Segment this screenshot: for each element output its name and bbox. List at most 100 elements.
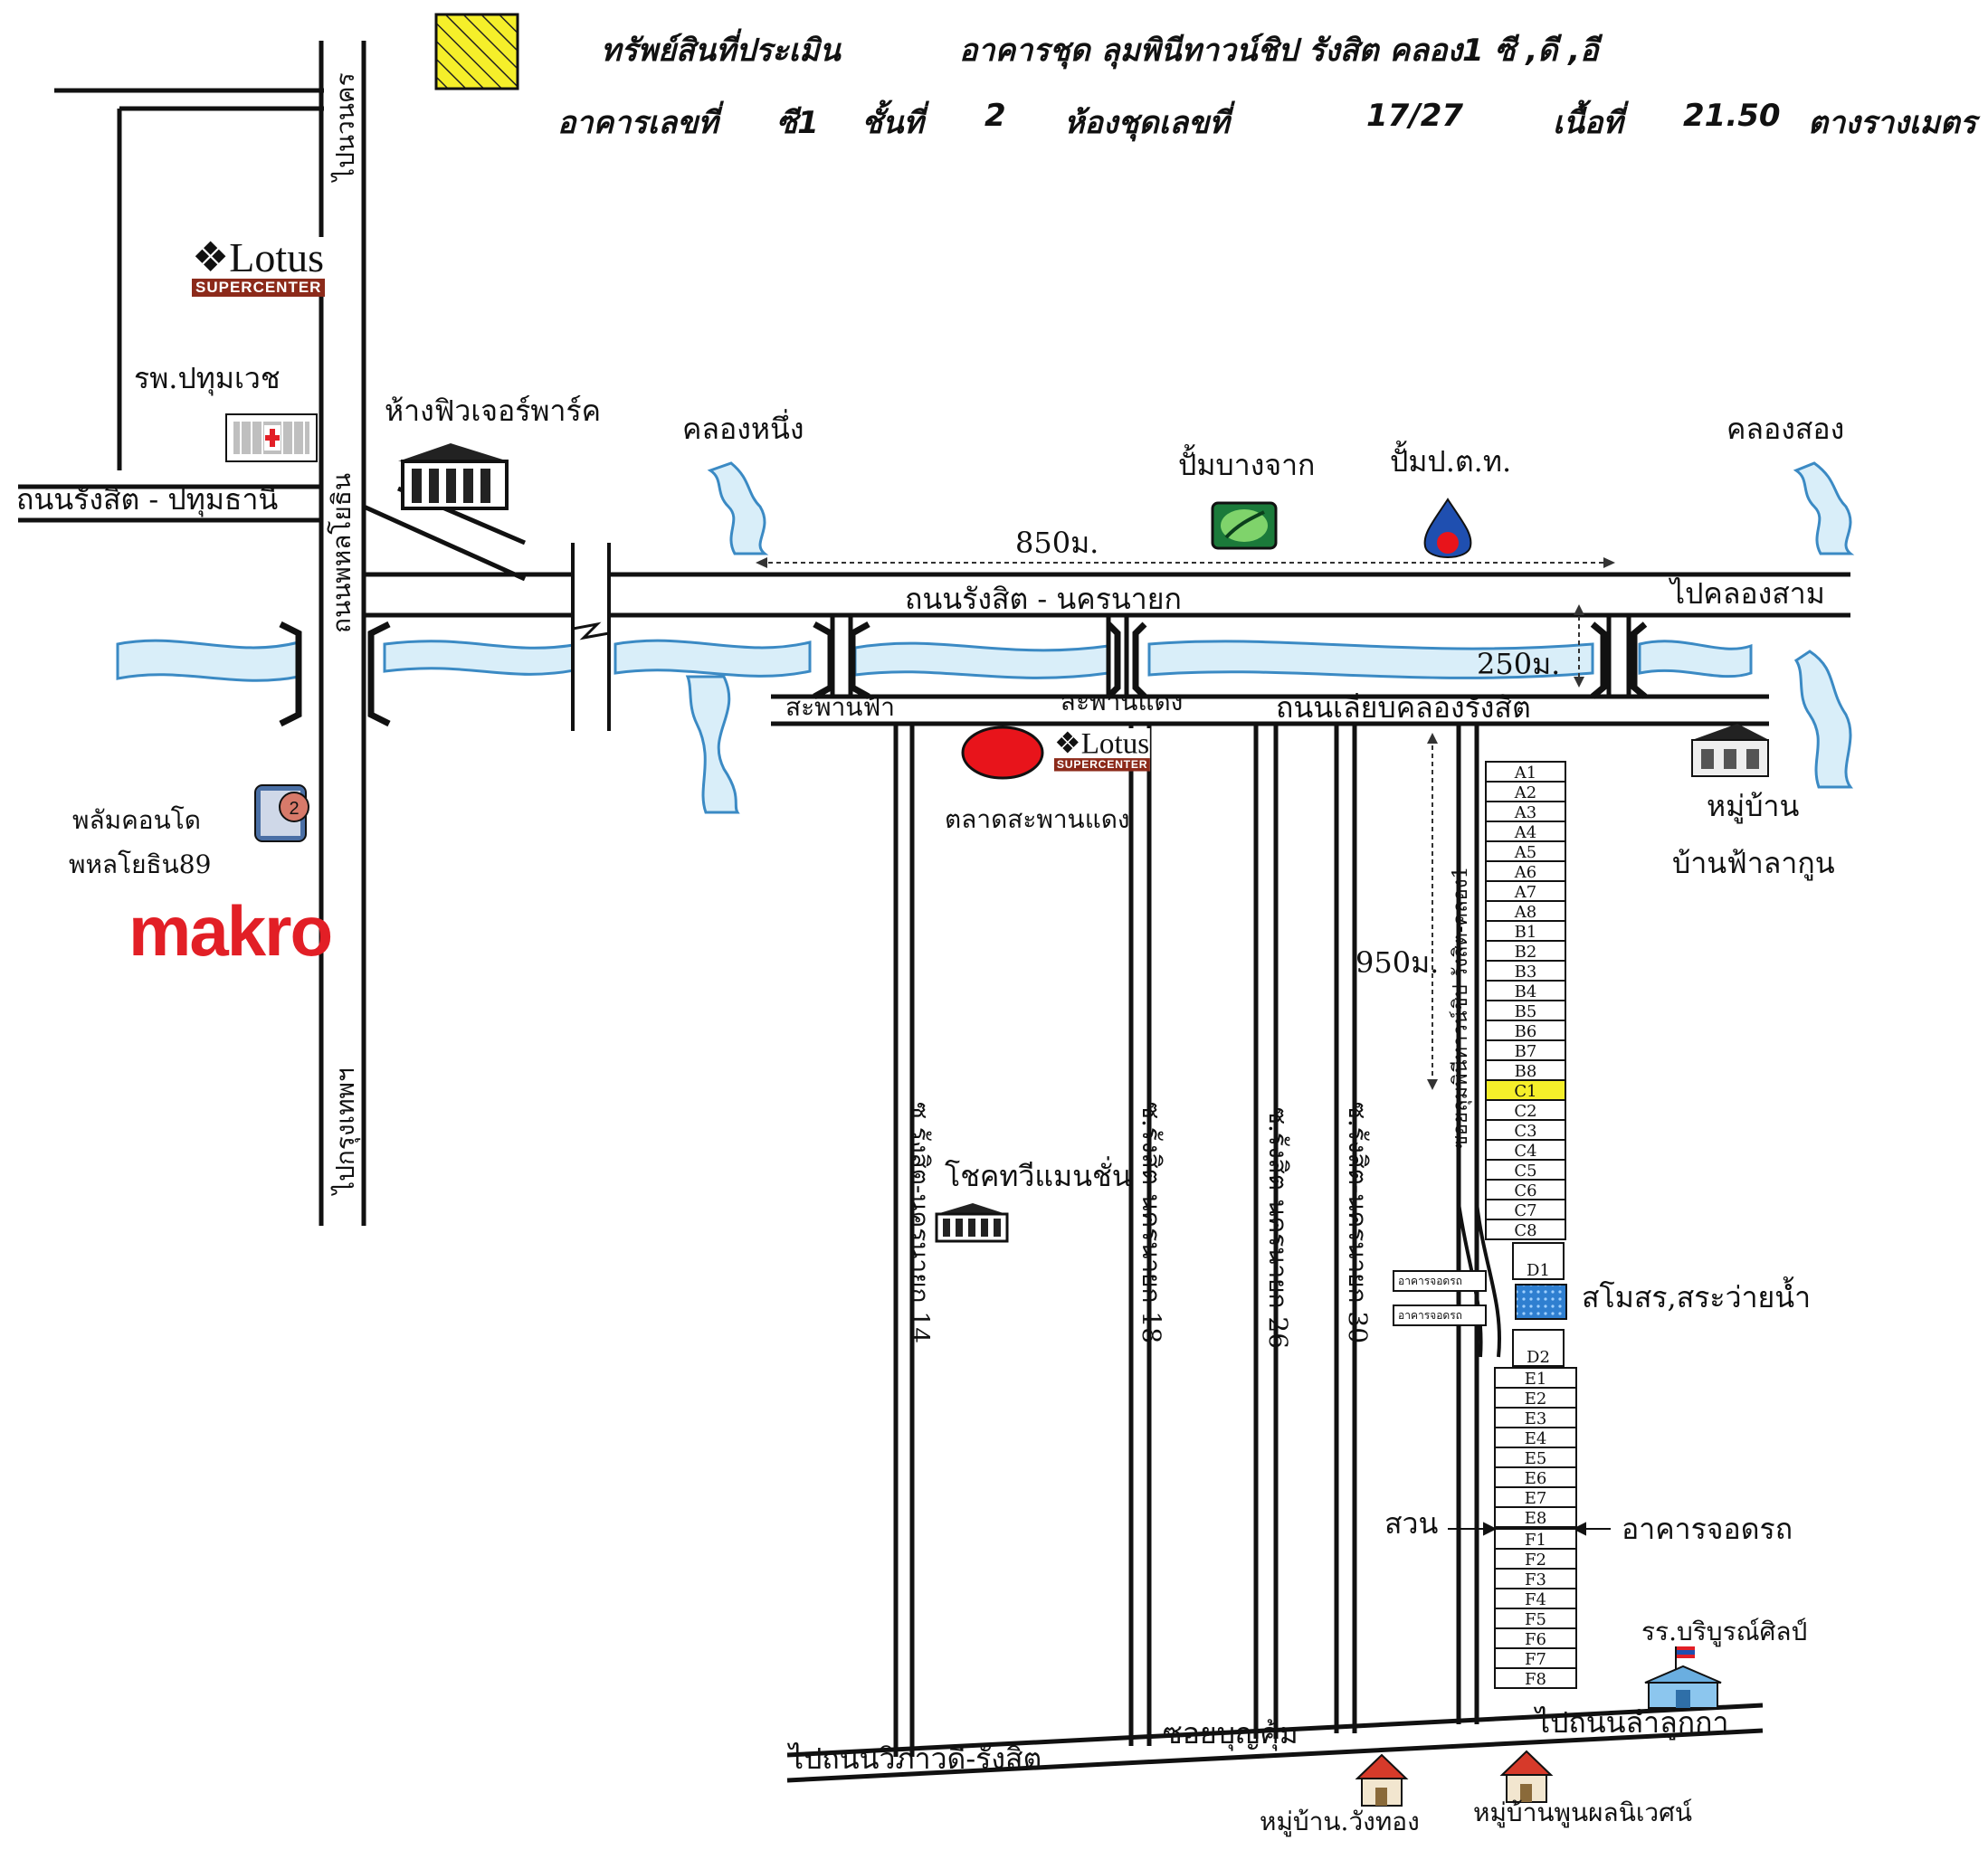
lotus-logo-market: ❖Lotus SUPERCENTER: [1054, 726, 1151, 772]
bridge-brackets: [279, 621, 1648, 727]
label-hospital: รพ.ปทุมเวช: [134, 361, 281, 395]
building-unit-label: B7: [1515, 1042, 1537, 1061]
label-school: รร.บริบูรณ์ศิลป์: [1641, 1617, 1808, 1646]
label-future-park: ห้างฟิวเจอร์พาร์ค: [385, 394, 602, 428]
building-unit-label: A1: [1514, 764, 1536, 783]
building-unit-label: A2: [1514, 783, 1536, 802]
header-asset-label: ทรัพย์สินที่ประเมิน: [601, 33, 841, 69]
lotus-logo-top: ❖Lotus SUPERCENTER: [192, 234, 326, 298]
building-unit-label: A4: [1514, 823, 1536, 842]
chok-mansion-icon: [935, 1203, 1009, 1243]
label-small-parking-1: อาคารจอดรถ: [1398, 1275, 1462, 1287]
building-unit-label: E7: [1525, 1489, 1547, 1508]
label-bangchak: ปั้มบางจาก: [1178, 448, 1316, 482]
header-room-label: ห้องชุดเลขที่: [1064, 105, 1230, 141]
label-small-parking-2: อาคารจอดรถ: [1398, 1309, 1462, 1322]
label-red-bridge-market: ตลาดสะพานแดง: [945, 804, 1130, 834]
building-unit-label: F6: [1525, 1630, 1546, 1649]
building-unit-label: B5: [1515, 1002, 1537, 1021]
building-unit-label: B2: [1515, 943, 1537, 962]
building-unit-label: C1: [1514, 1082, 1536, 1101]
red-bridge-market-marker: [961, 726, 1044, 780]
label-distance-850: 850ม.: [1015, 526, 1099, 560]
building-unit-label: A8: [1514, 903, 1536, 922]
legend-subject-swatch: [434, 13, 519, 90]
village-poon-icon: [1499, 1750, 1554, 1803]
building-unit-label: D1: [1527, 1261, 1550, 1280]
future-park-icon: [398, 443, 509, 510]
building-unit-label: B1: [1515, 923, 1537, 942]
building-unit-label: E6: [1525, 1469, 1547, 1488]
building-unit-label: D2: [1527, 1348, 1550, 1367]
road-lines: [18, 41, 1850, 1783]
building-unit-label: C3: [1514, 1122, 1536, 1141]
building-unit-label: E3: [1525, 1409, 1547, 1428]
label-distance-950: 950ม.: [1355, 945, 1440, 980]
building-unit-d2: [1512, 1329, 1565, 1367]
label-soi-lumpini: ซอยลุมพินีทาวน์ชิป รังสิต-คลอง1: [1450, 866, 1472, 1149]
label-soi-30: ซ.รังสิต-นครนายก 30: [1343, 1102, 1373, 1344]
building-unit-label: F4: [1525, 1590, 1546, 1609]
label-chok-mansion: โชคทวีแมนชั่น: [945, 1159, 1132, 1193]
label-sky-bridge: สะพานฟ้า: [785, 692, 895, 722]
label-soi-26: ซ.รังสิต-นครนายก 26: [1263, 1107, 1293, 1350]
label-village-fahlagun-2: บ้านฟ้าลากูน: [1672, 846, 1835, 880]
building-unit-label: F7: [1525, 1650, 1546, 1669]
building-unit-label: F8: [1525, 1670, 1546, 1689]
label-klong-1: คลองหนึ่ง: [682, 412, 804, 446]
building-unit-label: E2: [1525, 1390, 1547, 1409]
label-to-klong-sam: ไปคลองสาม: [1670, 576, 1825, 611]
label-club-pool: สโมสร,สระว่ายน้ำ: [1582, 1280, 1812, 1314]
building-unit-label: B3: [1515, 963, 1537, 982]
plum-condo-number: 2: [289, 799, 299, 819]
small-parking-box-2: [1393, 1304, 1487, 1326]
label-plum-condo-1: พลัมคอนโด: [72, 805, 201, 835]
label-to-nava-nakhon: ไปนวนคร: [330, 72, 360, 181]
label-red-bridge: สะพานแดง: [1061, 687, 1184, 716]
header-floor-label: ชั้นที่: [861, 105, 924, 141]
callout-arrows: [1448, 1522, 1611, 1536]
small-parking-box-1: [1393, 1270, 1487, 1292]
label-soi-18: ซ.รังสิต-นครนายก 18: [1137, 1102, 1166, 1344]
label-to-bangkok: ไปกรุงเทพฯ: [330, 1067, 360, 1194]
lotus-mark-icon: ❖: [1054, 726, 1081, 760]
building-unit-label: C7: [1514, 1201, 1536, 1220]
makro-logo: makro: [128, 891, 333, 971]
plum-condo-icon: 2: [254, 784, 309, 842]
building-unit-label: F5: [1525, 1610, 1546, 1629]
label-soi-14: ซ.รังสิต-นครนายก 14: [905, 1102, 935, 1344]
canal-rangsit: [116, 461, 1855, 814]
building-unit-label: C4: [1514, 1142, 1536, 1161]
pool-marker: [1515, 1284, 1567, 1320]
label-plum-condo-2: พหลโยธิน89: [69, 849, 212, 879]
header-room-value: 17/27: [1366, 98, 1464, 134]
building-unit-label: F3: [1525, 1570, 1546, 1589]
label-road-rangsit-nakhon-nayok: ถนนรังสิต - นครนายก: [905, 582, 1182, 616]
building-unit-label: A6: [1514, 863, 1536, 882]
label-village-fahlagun-1: หมู่บ้าน: [1707, 789, 1800, 823]
building-unit-label: E8: [1525, 1509, 1547, 1528]
building-unit-e8: [1494, 1506, 1577, 1528]
label-road-rangsit-pathum: ถนนรังสิต - ปทุมธานี: [16, 482, 279, 517]
header-building-value: ซี1: [776, 105, 819, 141]
ptt-icon: [1423, 498, 1472, 558]
building-unit-label: B6: [1515, 1022, 1537, 1041]
label-ptt: ปั้มป.ต.ท.: [1390, 444, 1512, 479]
bangchak-icon: [1211, 501, 1278, 550]
label-soi-bun-khum: ซอยบุญคุ้ม: [1163, 1716, 1298, 1750]
label-road-phahon-yothin: ถนนพหลโยธิน: [327, 473, 357, 633]
label-village-poon: หมู่บ้านพูนผลนิเวศน์: [1473, 1798, 1693, 1827]
building-unit-label: E5: [1525, 1449, 1547, 1468]
header-project-name: อาคารชุด ลุมพินีทาวน์ชิป รังสิต คลอง1 ซี…: [959, 33, 1599, 69]
header-area-value: 21.50: [1683, 98, 1781, 134]
distance-arrows: [760, 562, 1611, 1086]
header-area-label: เนื้อที่: [1553, 105, 1623, 141]
label-garden: สวน: [1384, 1506, 1439, 1541]
building-unit-d1: [1512, 1242, 1565, 1280]
village-fahlagun-icon: [1691, 724, 1769, 777]
building-unit-label: C8: [1514, 1221, 1536, 1240]
label-parking: อาคารจอดรถ: [1622, 1512, 1793, 1546]
lotus-mark-icon: ❖: [192, 234, 230, 280]
building-unit-label: E1: [1525, 1370, 1547, 1389]
